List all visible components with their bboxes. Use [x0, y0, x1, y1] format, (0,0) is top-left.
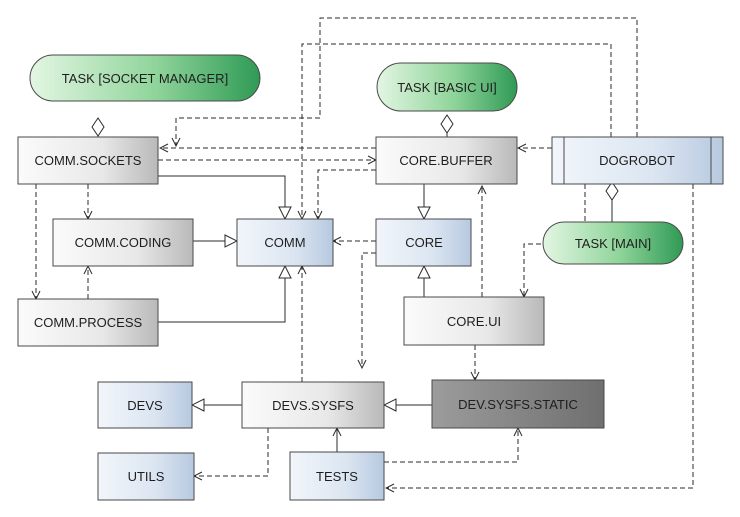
edge-core-to-devs-sysfs [362, 252, 376, 368]
edge-devs-sysfs-to-utils [194, 428, 269, 476]
composition-diamond [440, 114, 454, 134]
task-socket-manager-node[interactable]: TASK [SOCKET MANAGER] [29, 54, 261, 102]
edge-core-buffer-to-comm [318, 169, 376, 219]
composition-diamond [91, 117, 105, 137]
comm-label: COMM [264, 235, 305, 250]
dogrobot-node[interactable]: DOGROBOT [551, 136, 724, 185]
comm-process-label: COMM.PROCESS [34, 315, 143, 330]
comm-node[interactable]: COMM [236, 218, 334, 267]
devs-label: DEVS [127, 398, 163, 413]
task-basic-ui-label: TASK [BASIC UI] [397, 80, 496, 95]
comm-sockets-node[interactable]: COMM.SOCKETS [17, 136, 159, 185]
edge-comm-sockets-to-comm [158, 175, 285, 219]
comm-coding-label: COMM.CODING [75, 235, 172, 250]
core-ui-node[interactable]: CORE.UI [403, 296, 545, 346]
utils-label: UTILS [128, 469, 165, 484]
core-buffer-node[interactable]: CORE.BUFFER [375, 136, 518, 185]
edge-dogrobot-to-comm-sockets [176, 17, 638, 146]
core-label: CORE [405, 235, 443, 250]
composition-diamond [605, 181, 619, 201]
core-buffer-label: CORE.BUFFER [399, 153, 492, 168]
core-ui-label: CORE.UI [447, 314, 501, 329]
edge-dogrobot-to-tests [386, 184, 694, 488]
core-node[interactable]: CORE [375, 218, 472, 267]
comm-sockets-label: COMM.SOCKETS [35, 153, 142, 168]
task-main-node[interactable]: TASK [MAIN] [542, 221, 684, 265]
edge-tests-to-dev-static [384, 428, 518, 463]
tests-label: TESTS [316, 469, 358, 484]
tests-node[interactable]: TESTS [289, 451, 385, 501]
edge-comm-process-to-comm [158, 266, 285, 323]
utils-node[interactable]: UTILS [97, 452, 195, 501]
dev-sysfs-static-node[interactable]: DEV.SYSFS.STATIC [431, 379, 605, 429]
devs-node[interactable]: DEVS [97, 381, 193, 429]
task-socket-manager-label: TASK [SOCKET MANAGER] [62, 71, 228, 86]
dogrobot-label: DOGROBOT [599, 153, 675, 168]
comm-process-node[interactable]: COMM.PROCESS [17, 298, 159, 347]
dev-sysfs-static-label: DEV.SYSFS.STATIC [458, 397, 578, 412]
edges [36, 17, 694, 488]
devs-sysfs-label: DEVS.SYSFS [272, 398, 354, 413]
task-basic-ui-node[interactable]: TASK [BASIC UI] [376, 62, 518, 112]
edge-dogrobot-to-comm [302, 43, 612, 219]
devs-sysfs-node[interactable]: DEVS.SYSFS [241, 381, 385, 429]
task-main-label: TASK [MAIN] [575, 236, 651, 251]
comm-coding-node[interactable]: COMM.CODING [52, 218, 194, 267]
